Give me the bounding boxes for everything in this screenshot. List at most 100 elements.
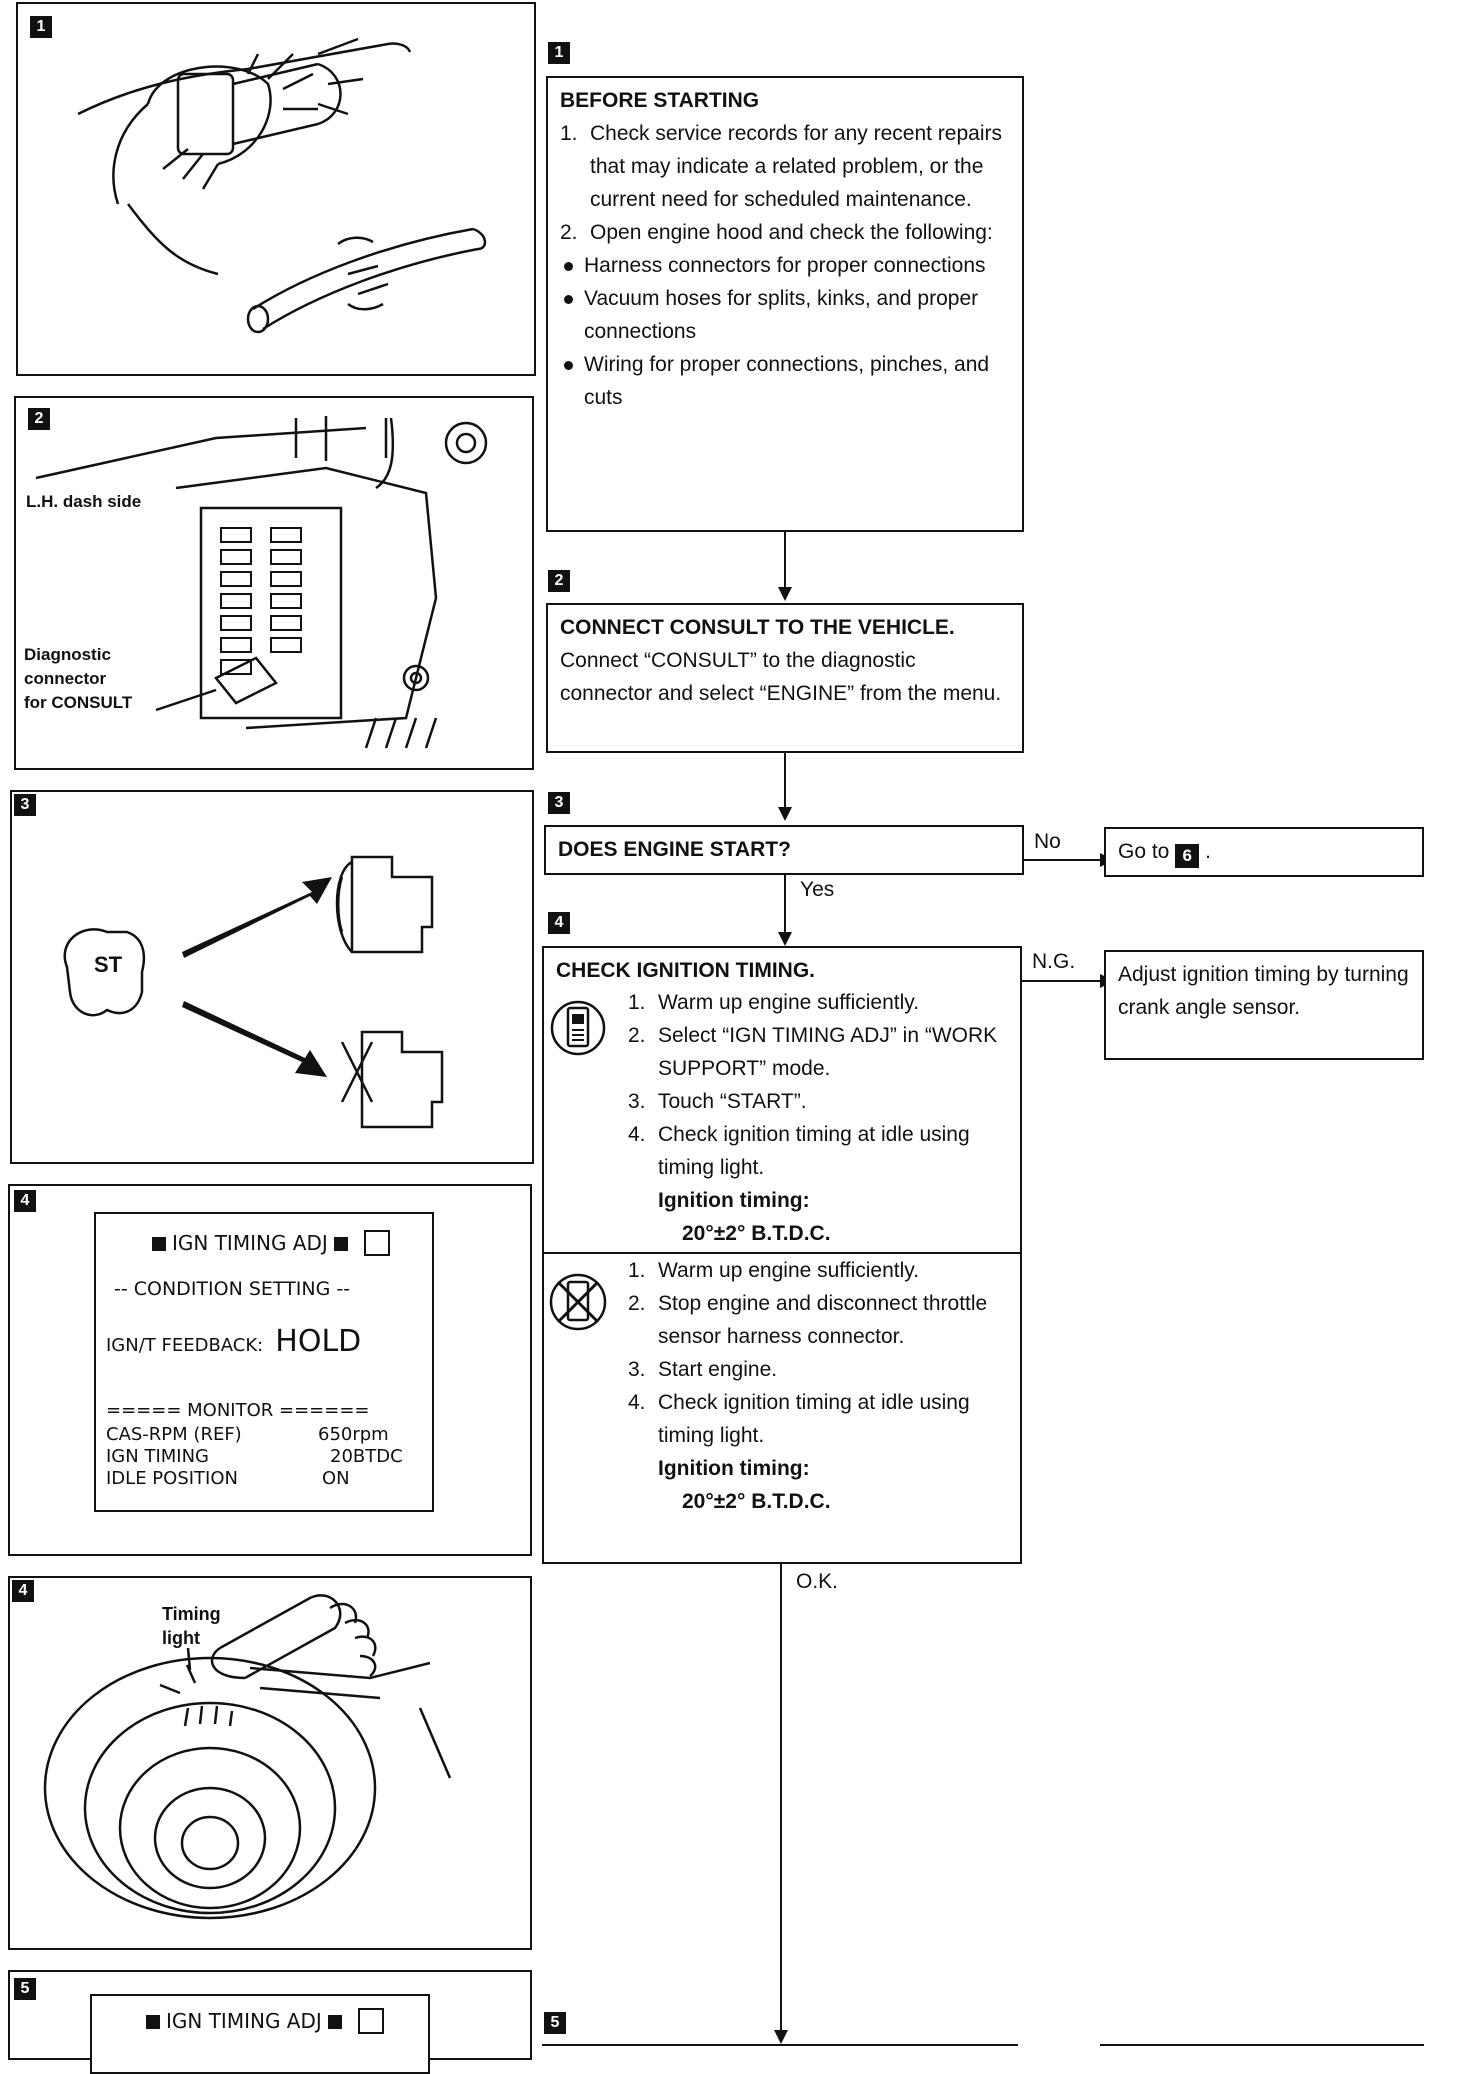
before-starting-box: BEFORE STARTING 1. Check service records … [546,76,1024,532]
start-checkbox[interactable] [357,2008,384,2034]
feedback-label: IGN/T FEEDBACK: [106,1335,264,1356]
step-index: 4. [628,1123,646,1146]
consult-screen-ign-timing: IGN TIMING ADJ -- CONDITION SETTING -- I… [94,1212,434,1512]
monitor-value-idle: ON [322,1468,350,1489]
bullet-item: Harness connectors for proper connection… [560,249,1010,282]
consult-unit-icon [550,1000,606,1056]
step-number-badge: 4 [12,1580,34,1602]
flow-connector [780,1564,782,2034]
diagnostic-connector-label: Diagnostic connector for CONSULT [24,645,133,712]
dash-side-label: L.H. dash side [26,492,142,511]
step-ref-6[interactable]: 6 [1175,844,1200,868]
step-index: 3. [628,1090,646,1113]
go-to-text: Go to [1118,840,1170,863]
figure-2-panel: 2 L.H. dash side Diagnostic connector fo [14,396,534,770]
monitor-value-rpm: 650rpm [318,1424,389,1445]
step-text: Touch “START”. [658,1090,807,1113]
spec-label: Ignition timing: [658,1457,810,1480]
step-text: Warm up engine sufficiently. [658,1259,920,1282]
box-heading: BEFORE STARTING [560,89,760,112]
step-item: 3. Start engine. [628,1353,1012,1386]
does-engine-start-box: DOES ENGINE START? [544,825,1024,875]
without-consult-box: 1. Warm up engine sufficiently. 2. Stop en… [542,1252,1022,1564]
yes-branch-label: Yes [800,878,835,901]
monitor-value-timing: 20BTDC [330,1446,403,1467]
adjust-timing-box: Adjust ignition timing by turning crank … [1104,950,1424,1060]
step-item: 2.Select “IGN TIMING ADJ” in “WORK SUPPO… [628,1019,1012,1085]
spec-value: 20°±2° B.T.D.C. [682,1222,831,1245]
step-number-badge: 3 [548,792,570,814]
step-number-badge: 4 [548,912,570,934]
step-number-badge: 5 [544,2012,566,2034]
monitor-label-timing: IGN TIMING [106,1446,209,1467]
step-number-badge: 5 [14,1978,36,2000]
screen-title: IGN TIMING ADJ [146,1230,390,1256]
step-text: Stop engine and disconnect throttle sens… [658,1292,988,1348]
step-index: 2. [628,1292,646,1315]
figure-3-panel: 3 ST [10,790,534,1164]
flow-connector [784,532,786,587]
no-consult-icon [549,1273,607,1331]
consult-screen-ign-timing-2: IGN TIMING ADJ [90,1994,430,2074]
screen-title-text: IGN TIMING ADJ [172,1231,328,1255]
step-item: 1. Check service records for any recent r… [560,117,1010,216]
step-index: 1. [628,1259,646,1282]
ng-branch-label: N.G. [1032,950,1076,973]
step-index: 2. [560,221,578,244]
bullet-item: Wiring for proper connections, pinches, … [560,348,1010,414]
step-index: 1. [628,991,646,1014]
start-checkbox[interactable] [363,1230,390,1256]
step-text: Select “IGN TIMING ADJ” in “WORK SUPPORT… [658,1024,998,1080]
figure-1-panel: 1 [16,2,536,376]
step-number-badge: 4 [14,1190,36,1212]
hose-inspection-illustration [77,37,487,334]
flow-connector [1022,980,1102,982]
feedback-value[interactable]: HOLD [275,1324,362,1359]
timing-light-label: Timing light [162,1604,221,1648]
flow-connector [784,753,786,807]
monitor-header: ===== MONITOR ====== [106,1400,370,1421]
step-text: Check service records for any recent rep… [590,122,1002,211]
step-text: Check ignition timing at idle using timi… [658,1391,970,1447]
engine-start-illustration [63,855,444,1129]
screen-title-text: IGN TIMING ADJ [166,2009,322,2033]
step-number-badge: 1 [548,42,570,64]
dash-fuse-box-illustration [35,416,488,749]
step-text: Warm up engine sufficiently. [658,991,920,1014]
step-index: 4. [628,1391,646,1414]
check-ignition-timing-box: CHECK IGNITION TIMING. 1. Warm up engine … [542,946,1022,1254]
box-text: Adjust ignition timing by turning crank … [1118,963,1409,1019]
step-number-badge: 1 [30,16,52,38]
spec-label: Ignition timing: [658,1189,810,1212]
flow-arrow [778,932,792,946]
figure-4b-panel: 4 Timing light [8,1576,532,1950]
step-item: 2.Open engine hood and check the followi… [560,216,1010,249]
feedback-row: IGN/T FEEDBACK: HOLD [106,1324,361,1359]
step-index: 1. [560,122,578,145]
flow-arrow [778,587,792,601]
step-index: 3. [628,1358,646,1381]
step-number-badge: 3 [14,794,36,816]
flow-arrow [778,807,792,821]
next-box-top-edge [542,2044,1018,2046]
flow-connector [784,875,786,935]
flow-arrow [774,2030,788,2044]
screen-title: IGN TIMING ADJ [140,2008,384,2034]
step-item: 4. Check ignition timing at idle using ti… [628,1386,1012,1452]
box-text: Connect “CONSULT” to the diagnostic conn… [560,649,1002,705]
figure-4-panel: 4 IGN TIMING ADJ -- CONDITION SETTING --… [8,1184,532,1556]
figure-5-panel: 5 IGN TIMING ADJ [8,1970,532,2074]
ok-branch-label: O.K. [796,1570,839,1593]
monitor-label-rpm: CAS-RPM (REF) [106,1424,242,1445]
condition-setting: -- CONDITION SETTING -- [114,1278,351,1300]
box-heading: CHECK IGNITION TIMING. [556,959,815,982]
step-item: 1. Warm up engine sufficiently. [628,1254,1012,1287]
step-item: 4.Check ignition timing at idle using ti… [628,1118,1012,1184]
go-to-box: Go to 6 . [1104,827,1424,877]
step-text: Start engine. [658,1358,778,1381]
spec-value: 20°±2° B.T.D.C. [682,1490,831,1513]
no-branch-label: No [1034,830,1061,853]
step-item: 2. Stop engine and disconnect throttle se… [628,1287,1012,1353]
box-heading: CONNECT CONSULT TO THE VEHICLE. [560,616,955,639]
step-number-badge: 2 [548,570,570,592]
